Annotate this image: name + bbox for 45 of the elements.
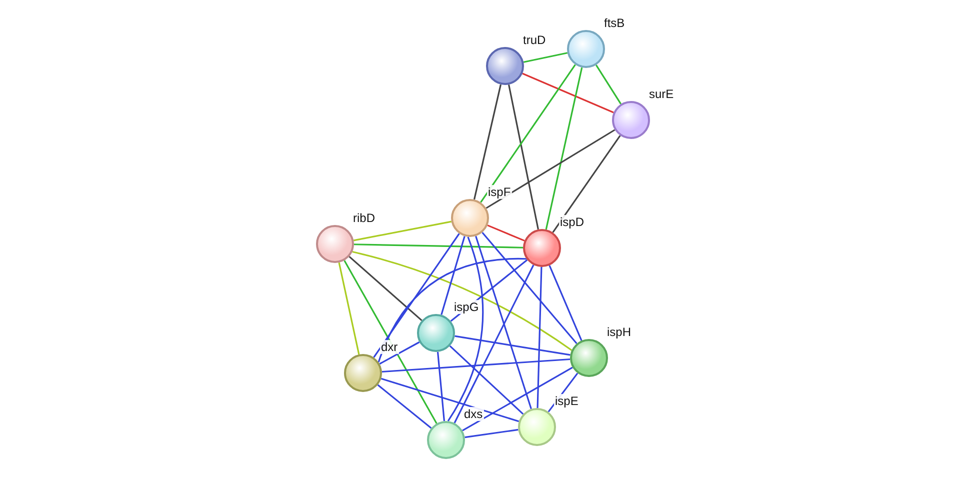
interaction-line bbox=[380, 378, 520, 422]
interaction-line bbox=[352, 251, 572, 351]
protein-label: ispE bbox=[554, 394, 580, 408]
protein-label: dxs bbox=[463, 407, 484, 421]
interaction-line bbox=[436, 352, 446, 422]
interaction-line bbox=[522, 72, 614, 114]
protein-label: ispD bbox=[559, 215, 586, 229]
interaction-line bbox=[354, 244, 524, 248]
interaction-line bbox=[440, 236, 466, 315]
protein-label: ispF bbox=[487, 185, 512, 199]
interaction-line bbox=[449, 345, 524, 415]
interaction-line bbox=[378, 258, 526, 362]
interaction-line bbox=[552, 135, 621, 233]
protein-label: ispH bbox=[606, 325, 632, 339]
interaction-line bbox=[475, 236, 532, 410]
interaction-line bbox=[480, 64, 576, 203]
interaction-line bbox=[482, 232, 578, 344]
interaction-line bbox=[348, 256, 422, 322]
interaction-line bbox=[354, 220, 452, 242]
interaction-line bbox=[462, 366, 573, 432]
protein-label: ribD bbox=[352, 211, 376, 225]
interaction-line bbox=[545, 67, 583, 230]
interaction-line bbox=[464, 428, 518, 438]
interaction-line bbox=[536, 266, 542, 408]
interaction-line bbox=[454, 335, 570, 356]
protein-label: ispG bbox=[453, 300, 480, 314]
protein-label: truD bbox=[522, 33, 547, 47]
interaction-line bbox=[487, 224, 525, 242]
interaction-line bbox=[379, 341, 420, 365]
interaction-line bbox=[338, 262, 360, 355]
interaction-line bbox=[373, 233, 460, 358]
protein-label: dxr bbox=[380, 340, 399, 354]
interaction-line bbox=[382, 358, 570, 373]
interaction-line bbox=[377, 384, 432, 429]
interaction-line bbox=[508, 84, 539, 230]
protein-label: ftsB bbox=[603, 16, 626, 30]
interaction-line bbox=[344, 260, 438, 424]
interaction-line bbox=[548, 265, 582, 341]
interaction-line bbox=[523, 52, 568, 63]
interaction-line bbox=[447, 236, 484, 422]
interaction-line bbox=[454, 264, 534, 424]
interaction-line bbox=[473, 84, 502, 200]
interaction-line bbox=[486, 129, 616, 209]
interaction-line bbox=[596, 64, 622, 104]
protein-label: surE bbox=[648, 87, 675, 101]
